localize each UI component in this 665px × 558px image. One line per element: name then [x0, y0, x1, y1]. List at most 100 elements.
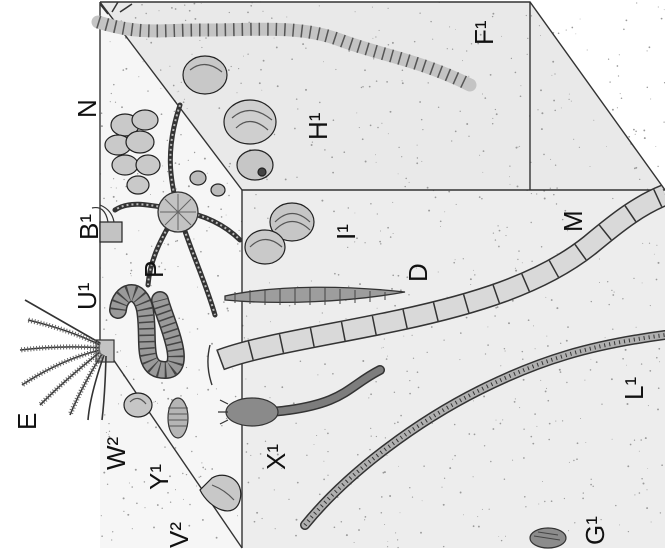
sediment-speck [387, 227, 389, 229]
sediment-speck [611, 378, 613, 380]
sediment-speck [650, 305, 651, 306]
sediment-speck [297, 482, 299, 484]
sediment-speck [387, 455, 388, 456]
label-y1: Y¹ [144, 464, 174, 490]
sediment-speck [377, 127, 379, 129]
sediment-speck [296, 98, 298, 100]
sediment-speck [454, 424, 456, 426]
sediment-speck [169, 66, 170, 67]
sediment-speck [237, 243, 238, 244]
sediment-speck [566, 340, 568, 342]
sediment-speck [240, 83, 241, 84]
sediment-speck [289, 305, 290, 306]
sediment-speck [569, 462, 570, 463]
sediment-speck [473, 476, 474, 477]
sediment-speck [509, 176, 510, 177]
sediment-speck [314, 444, 315, 445]
sediment-speck [247, 338, 248, 339]
sediment-speck [647, 50, 648, 51]
sediment-speck [398, 466, 399, 467]
sediment-speck [553, 100, 555, 102]
sediment-speck [492, 13, 494, 15]
sediment-speck [412, 335, 413, 336]
sediment-speck [343, 151, 345, 153]
sediment-speck [558, 32, 560, 34]
sediment-speck [639, 451, 640, 452]
sediment-speck [263, 60, 265, 62]
sediment-speck [591, 479, 592, 480]
sediment-speck [227, 310, 229, 312]
sediment-speck [381, 496, 383, 498]
sediment-speck [370, 428, 371, 429]
sediment-speck [258, 477, 259, 478]
sediment-speck [189, 10, 191, 12]
sediment-speck [384, 471, 386, 473]
sediment-speck [419, 101, 421, 103]
sediment-speck [656, 279, 658, 281]
sediment-speck [599, 258, 600, 259]
sediment-speck [130, 273, 131, 274]
sediment-speck [256, 512, 258, 514]
sediment-speck [556, 187, 557, 188]
sediment-speck [161, 382, 163, 384]
sediment-speck [319, 102, 321, 104]
sediment-speck [133, 378, 135, 380]
sediment-speck [359, 127, 360, 128]
sediment-speck [375, 154, 376, 155]
sediment-speck [555, 421, 556, 422]
sediment-speck [493, 232, 494, 233]
sediment-speck [443, 339, 444, 340]
sediment-speck [499, 230, 501, 232]
sediment-speck [615, 505, 616, 506]
sediment-speck [319, 493, 321, 495]
sediment-speck [184, 99, 185, 100]
sediment-speck [276, 46, 278, 48]
sediment-speck [293, 402, 295, 404]
sediment-speck [111, 187, 112, 188]
sediment-speck [608, 304, 609, 305]
sediment-speck [112, 531, 113, 532]
sediment-speck [118, 403, 119, 404]
sediment-speck [297, 108, 298, 109]
sediment-speck [532, 443, 534, 445]
sediment-speck [188, 160, 189, 161]
sediment-speck [482, 509, 483, 510]
sediment-speck [477, 516, 478, 517]
sediment-speck [110, 101, 111, 102]
sediment-speck [229, 163, 231, 165]
sediment-speck [611, 290, 612, 291]
sediment-speck [228, 195, 230, 197]
sediment-speck [160, 69, 161, 70]
sediment-speck [327, 451, 328, 452]
sediment-speck [483, 395, 485, 397]
sediment-speck [141, 4, 143, 6]
sediment-speck [555, 165, 556, 166]
sediment-speck [311, 280, 312, 281]
sediment-speck [544, 198, 546, 200]
sediment-speck [649, 46, 651, 48]
sediment-speck [201, 3, 202, 4]
sediment-speck [441, 487, 442, 488]
sediment-speck [194, 18, 196, 20]
sediment-speck [643, 483, 645, 485]
sediment-speck [455, 29, 456, 30]
sediment-speck [246, 316, 247, 317]
sediment-speck [541, 246, 543, 248]
sediment-speck [556, 307, 558, 309]
sediment-speck [153, 402, 154, 403]
sediment-speck [590, 369, 592, 371]
sediment-speck [384, 524, 385, 525]
sediment-speck [388, 44, 390, 46]
sediment-speck [421, 161, 422, 162]
sediment-speck [487, 344, 489, 346]
sediment-speck [639, 492, 641, 494]
label-x1: X¹ [261, 444, 291, 470]
sediment-speck [612, 329, 613, 330]
sediment-speck [107, 484, 108, 485]
sediment-speck [582, 498, 584, 500]
sediment-speck [530, 436, 532, 438]
sediment-speck [522, 262, 523, 263]
sediment-speck [135, 17, 137, 19]
sediment-speck [260, 69, 262, 71]
